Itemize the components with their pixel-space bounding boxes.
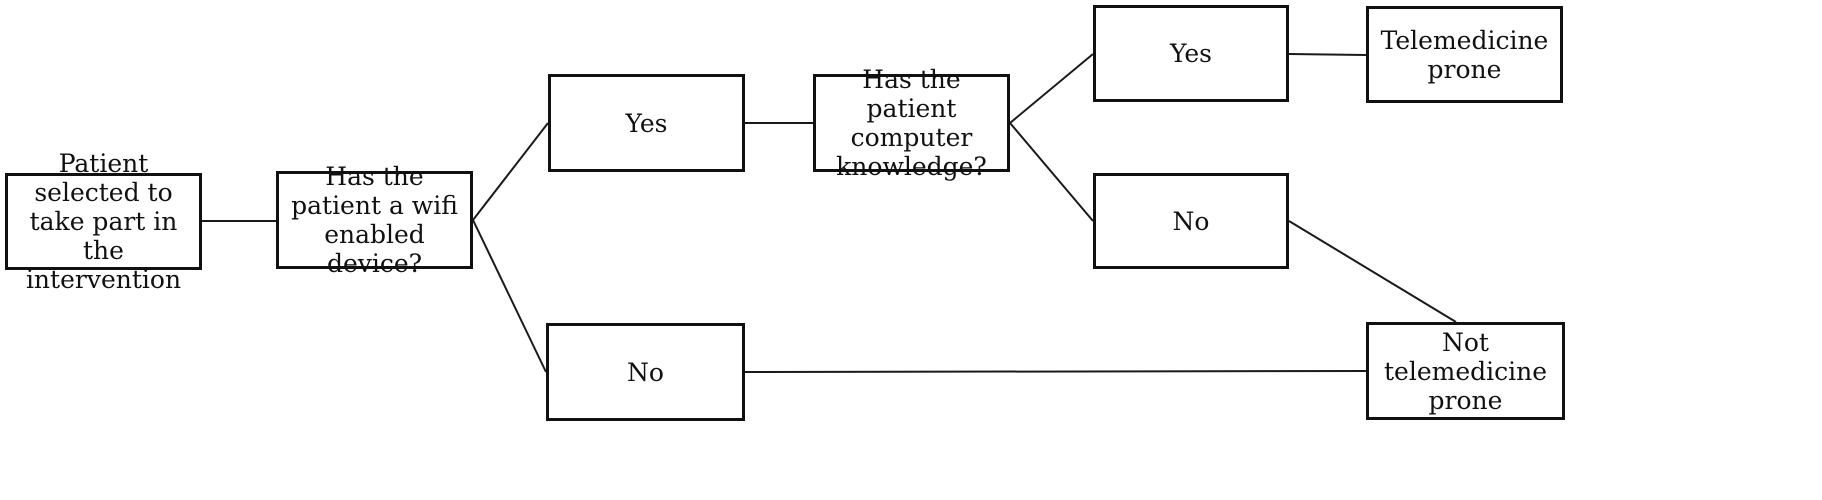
computer-yes-node: Yes — [1093, 5, 1289, 102]
start-node: Patient selected to take part in the int… — [5, 149, 202, 294]
connector-no-to-not-telemedicine-prone — [1288, 220, 1457, 323]
computer-knowledge-question: Has the patient computer knowledge? — [813, 65, 1010, 181]
wifi-no-node: No — [546, 323, 745, 421]
telemedicine-prone-node: Telemedicine prone — [1366, 6, 1563, 103]
connector-computer-question-to-yes — [1009, 53, 1094, 124]
connector-no-wifi-to-not-telemedicine-prone — [744, 370, 1367, 373]
connector-wifi-question-to-no — [472, 219, 547, 373]
not-telemedicine-prone-node: Not telemedicine prone — [1366, 322, 1565, 420]
wifi-device-question: Has the patient a wifi enabled device? — [276, 162, 473, 278]
wifi-yes-node: Yes — [548, 74, 745, 172]
connector-computer-question-to-no — [1009, 122, 1094, 222]
computer-no-node: No — [1093, 173, 1289, 269]
connector-yes-to-telemedicine-prone — [1288, 53, 1367, 56]
connector-wifi-question-to-yes — [472, 122, 549, 221]
